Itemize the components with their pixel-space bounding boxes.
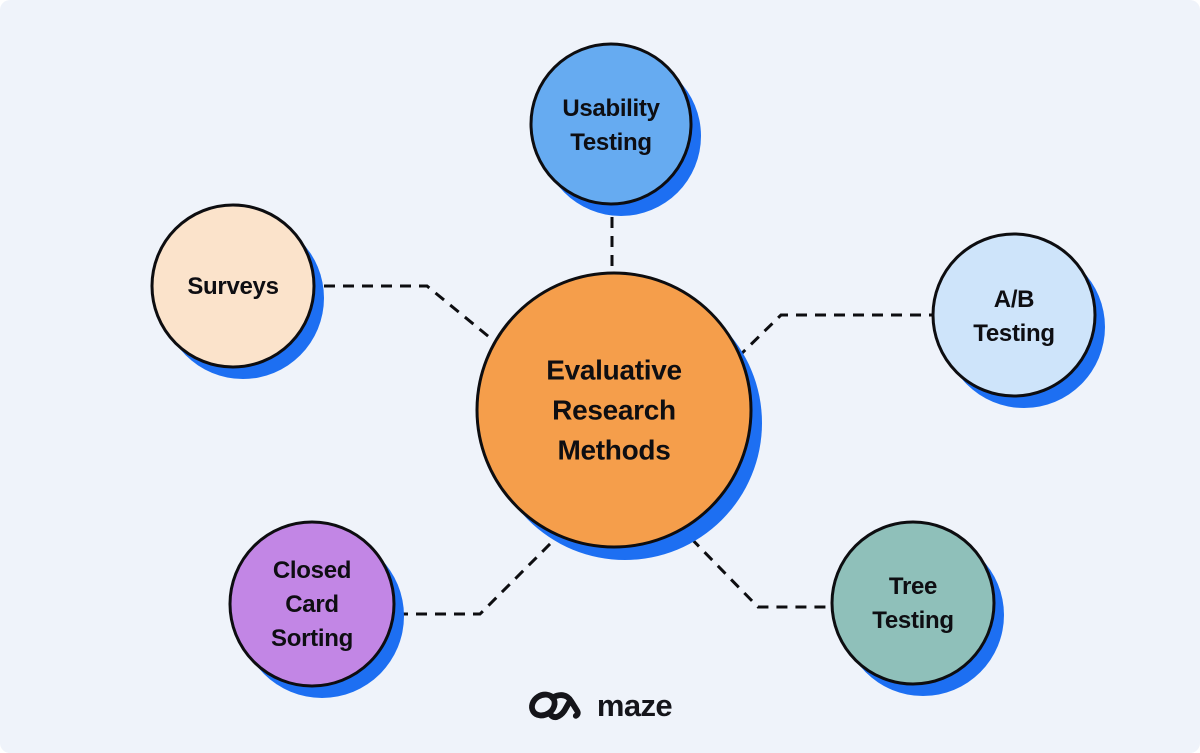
- node-circle-usability-testing: [529, 42, 693, 206]
- connector-closed-card-sorting: [378, 530, 564, 616]
- node-ab-testing: [931, 232, 1105, 408]
- connector-surveys: [305, 284, 506, 352]
- node-circle-tree-testing: [830, 520, 996, 686]
- connectors: [305, 198, 940, 616]
- maze-wordmark: maze: [596, 687, 673, 723]
- node-surveys: [150, 203, 324, 379]
- node-circle-center: [475, 271, 753, 549]
- maze-brand-footer: maze: [528, 685, 673, 725]
- node-circle-ab-testing: [931, 232, 1097, 398]
- node-tree-testing: [830, 520, 1004, 696]
- node-circle-closed-card-sorting: [228, 520, 396, 688]
- node-usability-testing: [529, 42, 701, 216]
- connector-tree-testing: [676, 523, 845, 609]
- maze-logo-icon: [529, 691, 581, 720]
- connector-ab-testing: [733, 313, 940, 362]
- node-center-evaluative-research-methods: [475, 271, 762, 560]
- node-closed-card-sorting: [228, 520, 404, 698]
- node-circle-surveys: [150, 203, 316, 369]
